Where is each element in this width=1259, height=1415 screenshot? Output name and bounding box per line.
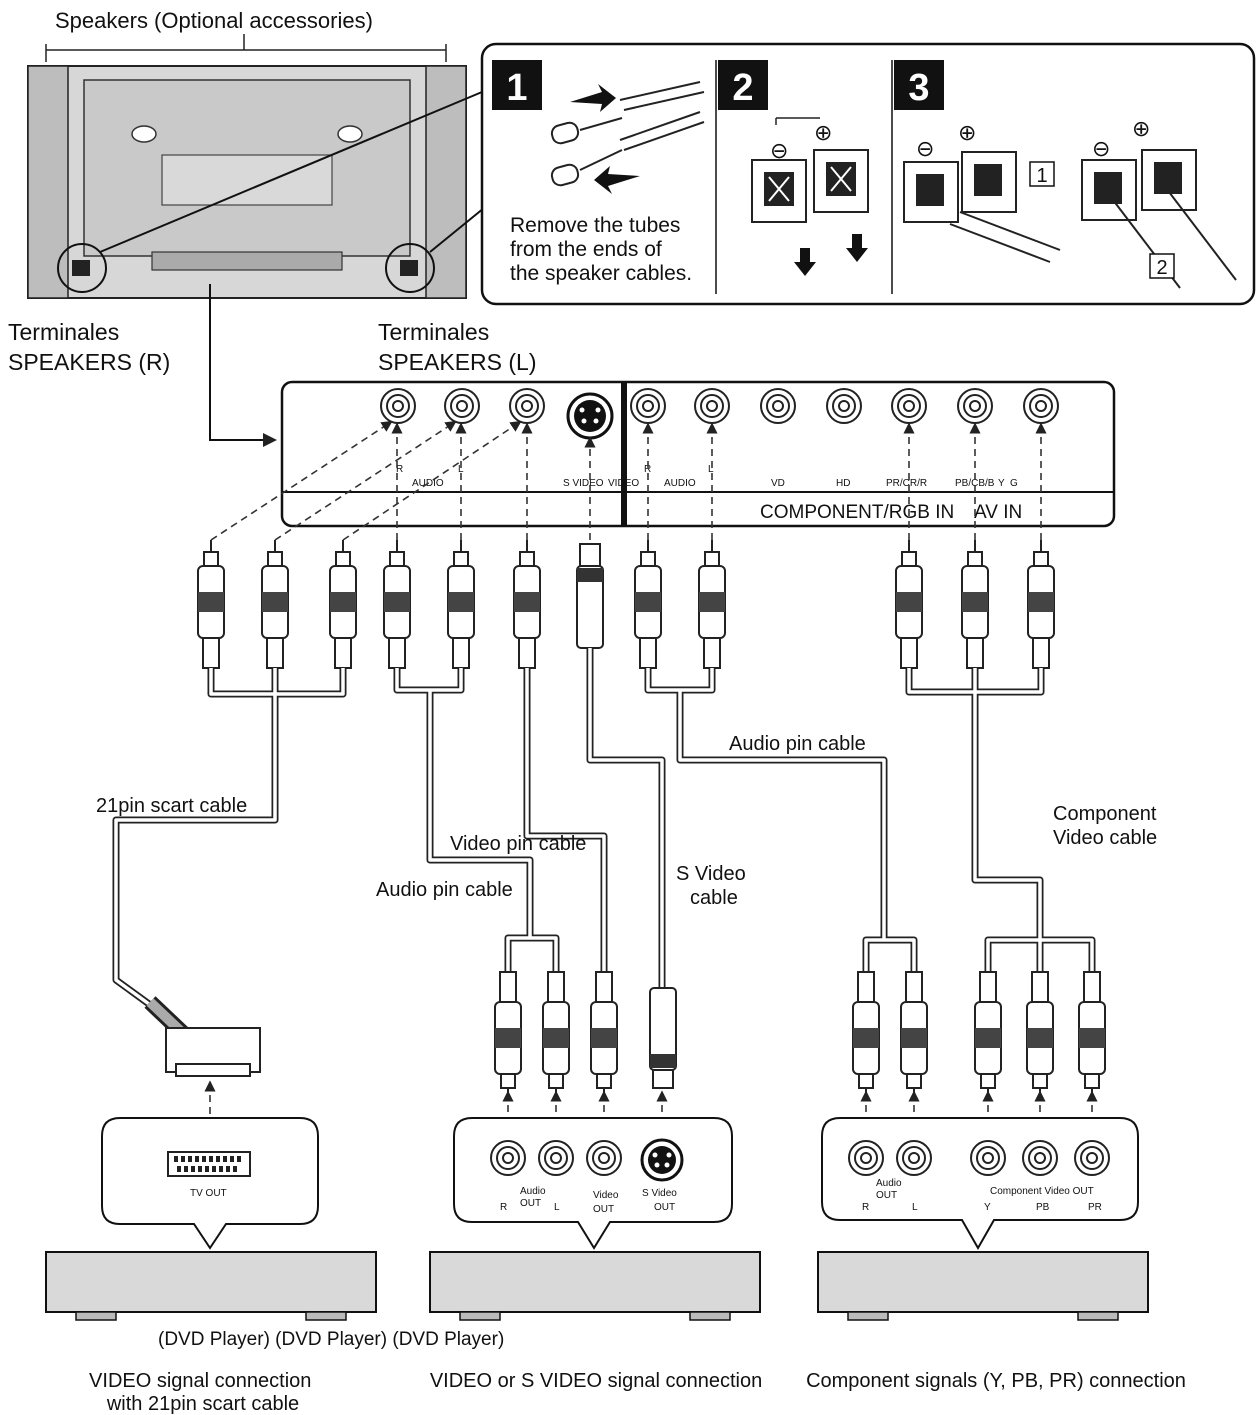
panel-pointer-arrow <box>209 284 277 447</box>
audio-pin-cable-label-2: Audio pin cable <box>729 733 866 755</box>
dvd-player-2 <box>429 1251 761 1321</box>
panel-title: COMPONENT/RGB IN <box>760 502 954 523</box>
step-1-number: 1 <box>506 67 527 109</box>
scart-cable-label: 21pin scart cable <box>96 795 247 817</box>
svg-text:PB: PB <box>1036 1202 1050 1213</box>
cable-insertion-illustration: ⊖ ⊕ 1 ⊖ ⊕ 2 <box>903 116 1237 289</box>
step-3-marker-2: 2 <box>1156 257 1167 279</box>
svg-text:L: L <box>554 1202 560 1213</box>
svg-text:S VIDEO: S VIDEO <box>563 478 604 489</box>
dvd-player-1 <box>45 1251 377 1321</box>
svideo-plug-top <box>576 543 604 649</box>
svg-text:VIDEO: VIDEO <box>608 478 639 489</box>
input-panel: R L AUDIO S VIDEO VIDEO R L AUDIO VD HD … <box>280 380 1116 528</box>
step-1-badge <box>492 60 542 110</box>
tv-back <box>27 65 467 299</box>
lower-plugs <box>494 971 1106 1101</box>
svg-text:L: L <box>912 1202 918 1213</box>
svg-text:L: L <box>708 464 714 475</box>
speaker-terminal-r-circle <box>57 243 107 293</box>
svg-text:R: R <box>862 1202 869 1213</box>
speaker-right-unit <box>27 65 69 299</box>
speaker-terminal-illustration: ⊖ ⊕ <box>751 117 869 276</box>
steps-box: 1 2 3 Remove the tubes from the ends of … <box>480 42 1256 306</box>
step-3-badge <box>894 60 944 110</box>
svg-text:PB/CB/B: PB/CB/B <box>955 478 995 489</box>
svg-text:HD: HD <box>836 478 850 489</box>
cable-tube-illustration <box>550 81 705 194</box>
step-3-marker-1: 1 <box>1036 165 1047 187</box>
svideo-jack <box>566 392 614 440</box>
caption-scart: VIDEO signal connection with 21pin scart… <box>89 1370 317 1415</box>
svg-text:⊕: ⊕ <box>814 120 832 145</box>
caption-component: Component signals (Y, PB, PR) connection <box>806 1370 1186 1392</box>
svg-text:R: R <box>644 464 651 475</box>
svg-text:⊖: ⊖ <box>916 136 934 161</box>
device-callout-1: TV OUT <box>101 1117 319 1250</box>
caption-svideo: VIDEO or S VIDEO signal connection <box>430 1370 762 1392</box>
step-3-number: 3 <box>908 67 929 109</box>
audio-pin-cable-label-1: Audio pin cable <box>376 879 513 901</box>
svg-text:AUDIO: AUDIO <box>664 478 696 489</box>
svg-text:R: R <box>396 464 403 475</box>
svg-text:⊕: ⊕ <box>958 120 976 145</box>
svideo-plug-bottom <box>649 987 677 1089</box>
svg-text:PR: PR <box>1088 1202 1102 1213</box>
svg-text:⊖: ⊖ <box>1092 136 1110 161</box>
svg-text:R: R <box>500 1202 507 1213</box>
svg-text:⊕: ⊕ <box>1132 116 1150 141</box>
svg-text:Y: Y <box>984 1202 991 1213</box>
svg-text:VD: VD <box>771 478 785 489</box>
svg-text:L: L <box>458 464 464 475</box>
step-2-badge <box>718 60 768 110</box>
svg-text:G: G <box>1010 478 1018 489</box>
panel-av-in: AV IN <box>974 502 1022 523</box>
step-2-number: 2 <box>732 67 753 109</box>
svg-text:⊖: ⊖ <box>770 138 788 163</box>
speaker-terminal-l-circle <box>385 243 435 293</box>
step-1-instructions: Remove the tubes from the ends of the sp… <box>510 214 692 285</box>
dvd-player-3 <box>817 1251 1149 1321</box>
component-cable-label: Component Video cable <box>1053 803 1162 849</box>
scart-plug <box>144 996 261 1077</box>
cables <box>112 648 1096 1015</box>
upper-plugs <box>197 539 1055 669</box>
terminal-l-label: Terminales SPEAKERS (L) <box>378 319 537 375</box>
svg-text:Y: Y <box>998 478 1005 489</box>
svg-text:TV OUT: TV OUT <box>190 1188 227 1199</box>
dvd-player-labels: (DVD Player) (DVD Player) (DVD Player) <box>158 1329 504 1350</box>
svg-text:PR/CR/R: PR/CR/R <box>886 478 927 489</box>
speakers-label: Speakers (Optional accessories) <box>55 8 373 33</box>
svideo-cable-label: S Video cable <box>676 863 751 909</box>
terminal-r-label: Terminales SPEAKERS (R) <box>8 319 170 375</box>
video-pin-cable-label: Video pin cable <box>450 833 586 855</box>
svg-text:Component Video OUT: Component Video OUT <box>990 1186 1094 1197</box>
